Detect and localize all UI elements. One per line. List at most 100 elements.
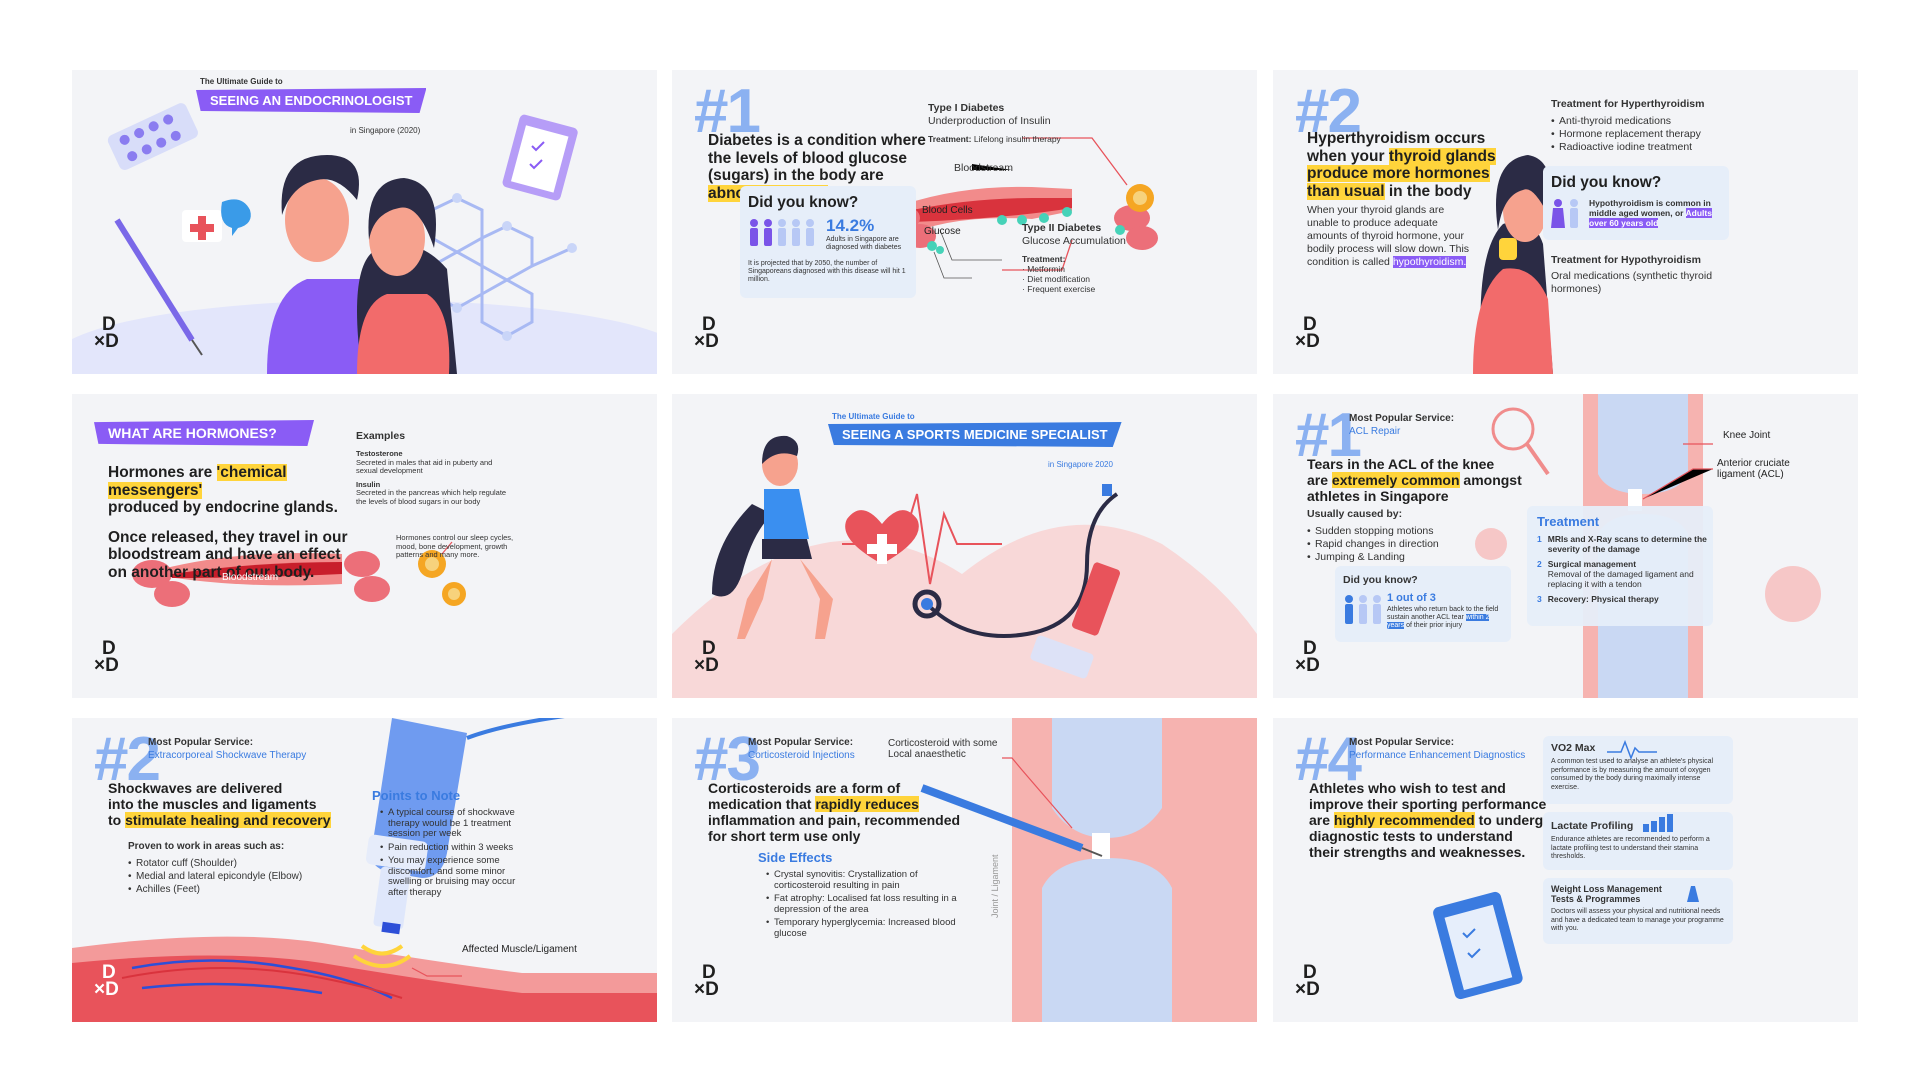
injection-illustration (920, 718, 1257, 1022)
panel-hormones: WHAT ARE HORMONES? Hormones are 'chemica… (72, 394, 657, 698)
projection-text: It is projected that by 2050, the number… (748, 260, 906, 283)
dxd-logo: D×D (694, 638, 719, 676)
section-number: #1 (694, 77, 761, 146)
hormones-intro: Hormones are 'chemical messengers' produ… (108, 464, 348, 581)
dxd-logo: D×D (1295, 962, 1320, 1000)
panel-endocrinologist-cover: The Ultimate Guide to SEEING AN ENDOCRIN… (72, 70, 657, 374)
sports-cover-illustration (672, 435, 1257, 698)
scale-icon (1687, 886, 1699, 902)
section-number: #2 (94, 725, 161, 794)
bar-chart-icon (1643, 814, 1673, 832)
hormones-ribbon: WHAT ARE HORMONES? (94, 420, 314, 446)
lactate-desc: Endurance athletes are recommended to pe… (1551, 836, 1710, 860)
service-heading: Most Popular Service:ACL Repair (1349, 413, 1455, 437)
knee-joint-label: Knee Joint (1723, 430, 1771, 441)
people-icon (1345, 595, 1381, 624)
lactate-title: Lactate Profiling (1551, 820, 1634, 832)
section-number: #4 (1295, 725, 1362, 794)
woman-icon (1551, 199, 1578, 228)
service-heading: Most Popular Service:Extracorporeal Shoc… (148, 737, 307, 761)
acl-stat: 1 out of 3 (1387, 592, 1436, 604)
dxd-logo: D×D (1295, 314, 1320, 352)
clipboard-illustration (1433, 891, 1523, 1000)
service-heading: Most Popular Service:Performance Enhance… (1349, 737, 1526, 761)
cover-subtitle: in Singapore (2020) (350, 126, 421, 135)
acl-label: Anterior cruciate ligament (ACL) (1717, 458, 1790, 480)
dxd-logo: D×D (694, 962, 719, 1000)
hyperthyroid-treatment: Treatment for Hyperthyroidism Anti-thyro… (1551, 98, 1704, 154)
injection-label: Corticosteroid with some Local anaesthet… (888, 738, 998, 760)
dyk-heading: Did you know? (748, 194, 859, 211)
cover-title: SEEING AN ENDOCRINOLOGIST (196, 88, 427, 113)
dxd-logo: D×D (94, 638, 119, 676)
did-you-know-card: Did you know? 1 out of 3 Athletes who re… (1335, 566, 1511, 642)
woman-illustration (1473, 155, 1553, 374)
section-number: #1 (1295, 401, 1362, 470)
panel-acl: #1 Most Popular Service:ACL Repair Tears… (1273, 394, 1858, 698)
bloodstream-label: Bloodstream (222, 572, 279, 583)
points-list: A typical course of shockwave therapy wo… (380, 807, 520, 898)
dyk-heading: Did you know? (1343, 574, 1418, 586)
weightloss-desc: Doctors will assess your physical and nu… (1551, 908, 1724, 932)
cover-kicker: The Ultimate Guide to (832, 412, 915, 421)
glucose-label: Glucose (924, 226, 961, 237)
vo2max-desc: A common test used to analyse an athlete… (1551, 758, 1714, 791)
side-effects-list: Crystal synovitis: Crystallization of co… (766, 869, 966, 939)
vo2max-card: VO2 Max A common test used to analyse an… (1543, 736, 1733, 804)
acl-text: Tears in the ACL of the knee are extreme… (1307, 456, 1522, 504)
did-you-know-card: Did you know? 14.2% Adults in Singapore … (740, 186, 916, 298)
corticosteroid-text: Corticosteroids are a form of medication… (708, 780, 961, 844)
dxd-logo: D×D (1295, 638, 1320, 676)
hypothyroid-text: When your thyroid glands are unable to p… (1307, 204, 1470, 268)
hyperthyroid-text: Hyperthyroidism occurs when your thyroid… (1307, 130, 1496, 200)
blood-cells-label: Blood Cells (922, 205, 973, 216)
diabetes-stat-desc: Adults in Singapore are diagnosed with d… (826, 236, 902, 251)
panel-corticosteroid: #3 Most Popular Service:Corticosteroid I… (672, 718, 1257, 1022)
side-effects-heading: Side Effects (758, 850, 833, 865)
cover-title: SEEING A SPORTS MEDICINE SPECIALIST (828, 422, 1122, 447)
heartbeat-icon (1607, 740, 1657, 760)
panel-thyroid: #2 Hyperthyroidism occurs when your thyr… (1273, 70, 1858, 374)
diabetes-stat: 14.2% (826, 216, 875, 235)
points-to-note-heading: Points to Note (372, 788, 461, 803)
dxd-logo: D×D (94, 962, 119, 1000)
acl-stat-desc: Athletes who return back to the field su… (1387, 606, 1499, 629)
affected-label: Affected Muscle/Ligament (462, 944, 577, 955)
dyk-text: Hypothyroidism is common in middle aged … (1589, 198, 1712, 228)
service-heading: Most Popular Service:Corticosteroid Inje… (748, 737, 855, 761)
panel-diagnostics: #4 Most Popular Service:Performance Enha… (1273, 718, 1858, 1022)
hormones-note: Hormones control our sleep cycles, mood,… (396, 533, 514, 559)
panel-shockwave: #2 Most Popular Service:Extracorporeal S… (72, 718, 657, 1022)
did-you-know-card: Did you know? Hypothyroidism is common i… (1543, 166, 1729, 240)
examples-heading: Examples (356, 430, 406, 442)
treatment-heading: Treatment (1537, 514, 1600, 529)
cover-illustration (72, 103, 657, 374)
acl-causes: Usually caused by: Sudden stopping motio… (1307, 508, 1439, 564)
dxd-logo: D×D (94, 314, 119, 352)
vo2max-title: VO2 Max (1551, 742, 1596, 754)
dyk-heading: Did you know? (1551, 174, 1662, 191)
panel-sports-cover: The Ultimate Guide to SEEING A SPORTS ME… (672, 394, 1257, 698)
weightloss-card: Weight Loss Management Tests & Programme… (1543, 878, 1733, 944)
people-icon (750, 219, 814, 246)
cover-subtitle: in Singapore 2020 (1048, 460, 1113, 469)
hormone-bloodstream-illustration (132, 541, 466, 607)
section-number: #2 (1295, 77, 1362, 146)
section-number: #3 (694, 725, 761, 794)
weightloss-title: Weight Loss Management Tests & Programme… (1551, 884, 1662, 904)
joint-ligament-label: Joint / Ligament (990, 854, 1000, 918)
cover-kicker: The Ultimate Guide to (200, 77, 283, 86)
proven-areas: Proven to work in areas such as: Rotator… (128, 840, 302, 896)
bloodstream-label: Bloodstream (954, 162, 1013, 174)
dxd-logo: D×D (694, 314, 719, 352)
lactate-card: Lactate Profiling Endurance athletes are… (1543, 812, 1733, 870)
